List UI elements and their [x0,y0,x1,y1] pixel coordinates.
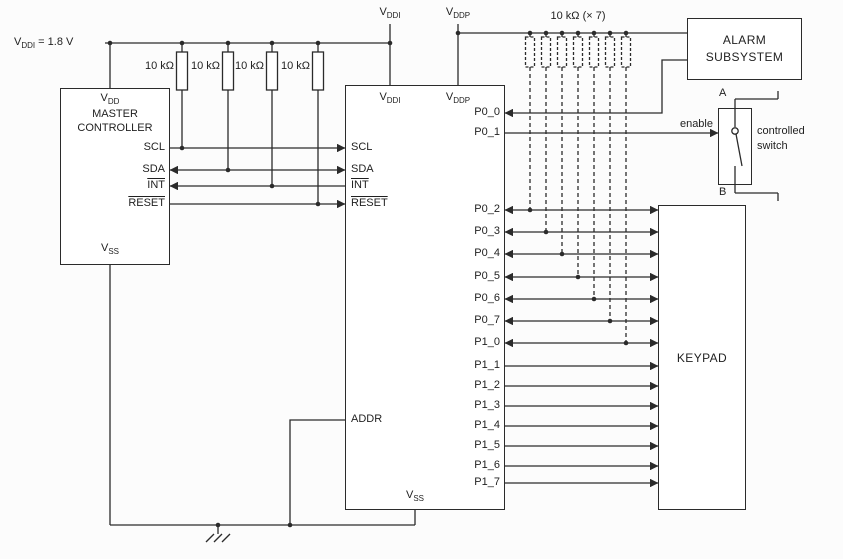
ic-port-label: P0_2 [474,203,500,215]
resistor-value-label: 10 kΩ [234,60,264,72]
resistor-dashed [540,36,552,68]
alarm-label-line2: SUBSYSTEM [705,50,784,64]
ic-vddi-pin: VDDI [379,91,401,106]
ic-int-pin: INT [351,179,369,191]
alarm-wire [504,59,687,118]
junction-dots [107,30,629,528]
vddp-rail [457,24,687,85]
dashed-pullups [524,33,632,343]
resistor-dashed [620,36,632,68]
resistor-dashed [556,36,568,68]
master-vss-pin: VSS [100,242,119,257]
ic-port-label: P1_6 [474,459,500,471]
vddi-rail [105,24,391,88]
ic-port-label: P0_0 [474,106,500,118]
resistor-dashed [524,36,536,68]
master-title: MASTER CONTROLLER [77,108,153,134]
alarm-subsystem-box: ALARM SUBSYSTEM [687,18,802,80]
ic-vddp-pin: VDDP [445,91,471,106]
ic-reset-pin: RESET [351,197,388,209]
ic-port-label: P1_7 [474,476,500,488]
vddp-supply-label: VDDP [445,6,471,21]
master-controller-box [60,88,170,265]
resistor-value-label: 10 kΩ [280,60,310,72]
ic-port-label: P1_3 [474,399,500,411]
switch-terminal-a-label: A [719,87,727,99]
switch-terminal-b-label: B [719,186,727,198]
ic-port-label: P0_4 [474,247,500,259]
master-sda-pin: SDA [142,163,165,175]
ic-vss-pin: VSS [405,489,424,504]
ic-port-label: P1_4 [474,419,500,431]
alarm-label-line1: ALARM [722,33,767,47]
resistor-value-label: 10 kΩ [144,60,174,72]
ic-port-label: P0_1 [474,126,500,138]
addr-wire [289,419,345,525]
ic-scl-pin: SCL [351,141,373,153]
io-expander-box [345,85,505,510]
switch-icon [731,91,779,201]
ic-sda-pin: SDA [351,163,374,175]
ic-addr-pin: ADDR [351,413,383,425]
ic-port-label: P1_2 [474,379,500,391]
master-scl-pin: SCL [143,141,165,153]
ic-port-label: P1_0 [474,336,500,348]
ground-icon [205,525,231,543]
ic-port-label: P1_5 [474,439,500,451]
ic-port-label: P0_5 [474,270,500,282]
master-vdd-pin: VDD [100,92,120,107]
resistor-value-label: 10 kΩ [190,60,220,72]
master-reset-pin: RESET [128,197,165,209]
ic-port-label: P1_1 [474,359,500,371]
vss-rail [109,265,416,526]
resistor-dashed [588,36,600,68]
resistor-dashed [604,36,616,68]
ic-port-label: P0_7 [474,314,500,326]
resistor [311,51,325,91]
pullup-resistors-left [175,43,325,204]
keypad-box: KEYPAD [658,205,746,510]
vddi-value-label: VDDI = 1.8 V [14,36,74,51]
pullup-note-label: 10 kΩ (× 7) [550,10,606,22]
master-int-pin: INT [147,179,165,191]
ic-port-label: P0_3 [474,225,500,237]
i2c-wires [169,143,346,209]
switch-caption: controlled switch [757,125,805,152]
keypad-wires [504,205,659,488]
vddi-supply-label: VDDI [379,6,401,21]
resistor-dashed [572,36,584,68]
switch-pivot [731,127,739,135]
keypad-label: KEYPAD [676,350,728,365]
enable-label: enable [679,118,713,130]
ic-port-label: P0_6 [474,292,500,304]
